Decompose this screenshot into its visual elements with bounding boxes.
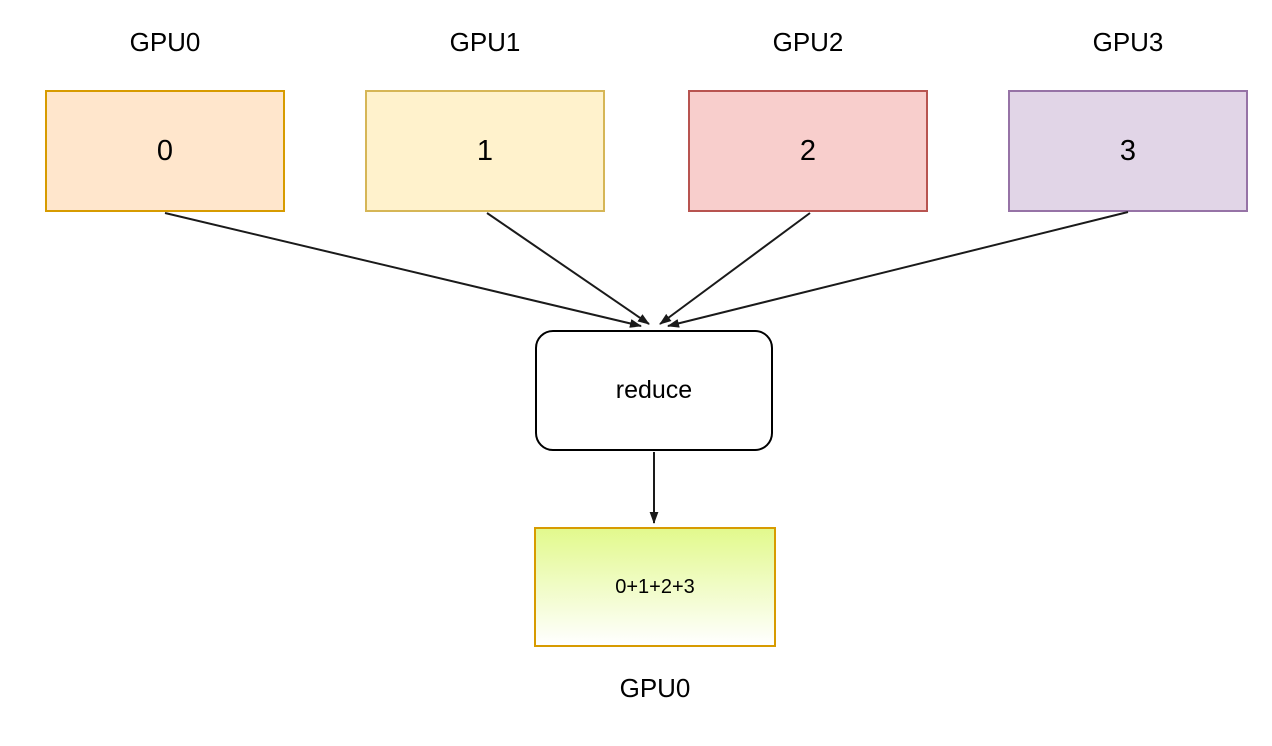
- gpu1-value-box: 1: [365, 90, 605, 212]
- edge-gpu2-to-reduce: [659, 212, 811, 325]
- gpu3-label: GPU3: [1092, 27, 1164, 57]
- result-value: 0+1+2+3: [615, 575, 695, 598]
- gpu1-label: GPU1: [449, 27, 521, 57]
- reduce-node: reduce: [535, 330, 773, 451]
- gpu0-value-box: 0: [45, 90, 285, 212]
- gpu3-value-box: 3: [1008, 90, 1248, 212]
- gpu1-value: 1: [476, 134, 494, 167]
- edge-gpu0-to-reduce: [164, 212, 642, 328]
- gpu0-label: GPU0: [129, 27, 201, 57]
- gpu3-value: 3: [1119, 134, 1137, 167]
- edge-gpu3-to-reduce: [667, 211, 1129, 328]
- gpu2-label: GPU2: [772, 27, 844, 57]
- reduce-label: reduce: [615, 376, 693, 404]
- gpu2-value-box: 2: [688, 90, 928, 212]
- edge-gpu1-to-reduce: [486, 212, 650, 325]
- gpu0-value: 0: [156, 134, 174, 167]
- result-gpu-label: GPU0: [619, 673, 691, 703]
- gpu2-value: 2: [799, 134, 817, 167]
- result-node: 0+1+2+3: [534, 527, 776, 647]
